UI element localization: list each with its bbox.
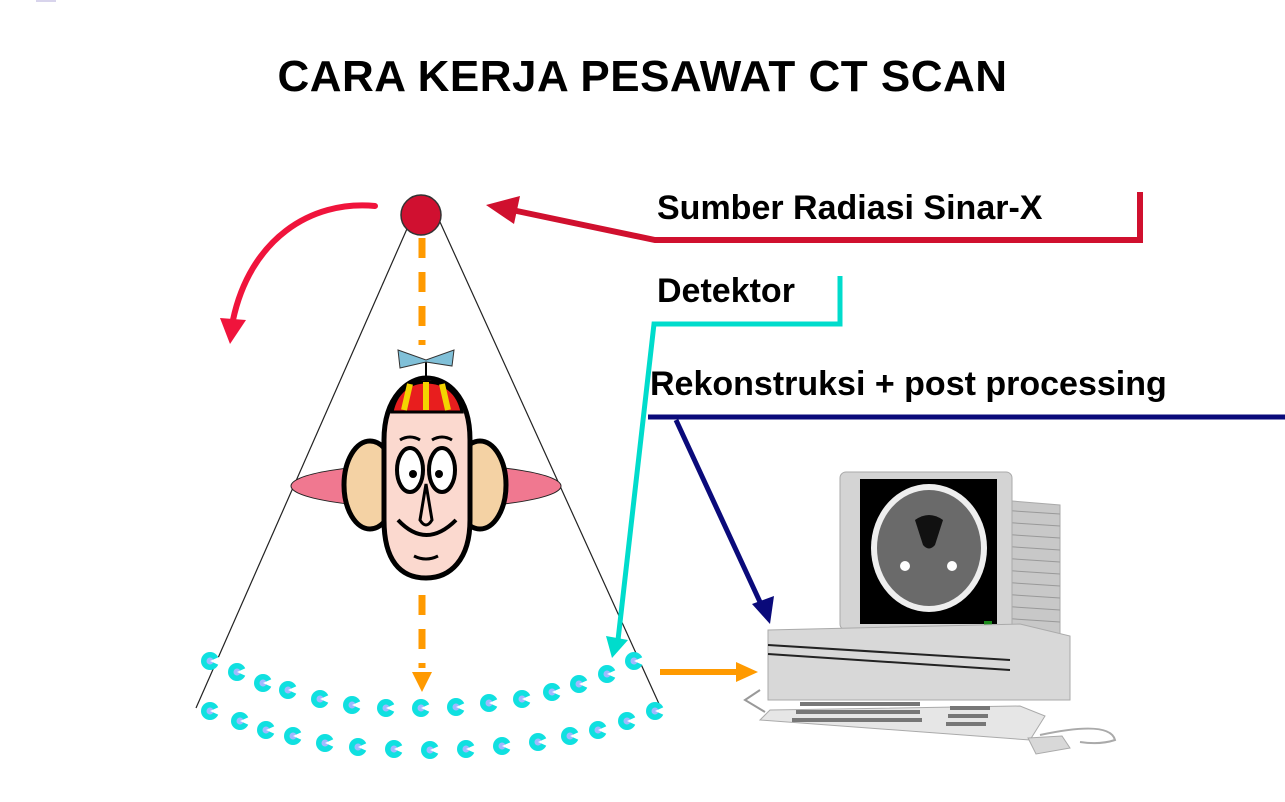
page-title: CARA KERJA PESAWAT CT SCAN	[277, 52, 1008, 101]
detector-leader-line	[606, 276, 843, 658]
label-detector: Detektor	[657, 272, 795, 310]
patient-head-icon	[290, 349, 562, 581]
beam-center-arrow	[412, 238, 432, 692]
xray-fan-beam	[195, 221, 661, 709]
rotation-arrow-icon	[220, 202, 378, 344]
reconstruction-leader-line	[648, 414, 1285, 624]
workstation-computer-icon	[743, 471, 1117, 755]
detector-array-lower	[201, 702, 664, 759]
slide-corner-mark	[36, 0, 56, 2]
data-flow-arrow	[660, 662, 758, 682]
label-reconstruction: Rekonstruksi + post processing	[650, 365, 1167, 403]
source-leader-line	[486, 192, 1143, 243]
label-xray-source: Sumber Radiasi Sinar-X	[657, 189, 1043, 227]
xray-tube-icon	[400, 194, 442, 236]
